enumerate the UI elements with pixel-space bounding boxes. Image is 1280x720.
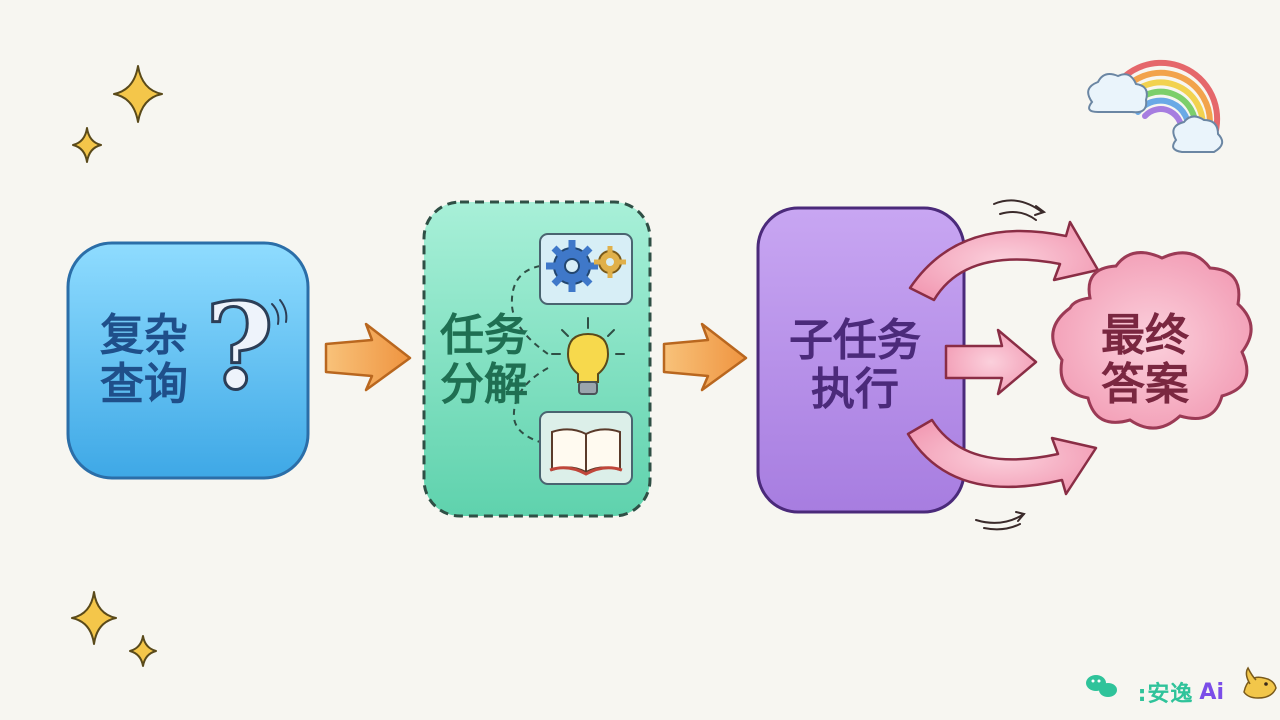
final-answer-line2: 答案: [1101, 359, 1189, 410]
complex-query-line2: 查询: [100, 359, 188, 410]
question-mark-icon: ?: [203, 277, 275, 416]
task-decomposition-label: 任务 分解: [440, 300, 550, 420]
subtask-execution-line1: 子任务: [789, 314, 921, 366]
complex-query-line1: 复杂: [100, 309, 188, 361]
watermark-text: :安逸: [1137, 682, 1194, 707]
complex-query-box: [66, 241, 310, 480]
task-decomposition-line2: 分解: [440, 359, 528, 410]
final-answer-label: 最终 答案: [1080, 300, 1210, 420]
book-icon: [549, 428, 623, 476]
watermark-brand: Ai: [1199, 679, 1224, 705]
subtask-execution-label: 子任务 执行: [770, 300, 940, 430]
bird-icon: [1243, 666, 1277, 699]
arrow-decomposition-to-execution: [662, 322, 748, 392]
arrow-query-to-decomposition: [324, 322, 412, 392]
question-accent-icon: [271, 299, 288, 325]
watermark: :安逸 Ai: [1106, 676, 1266, 708]
cloud-icon: [1087, 73, 1224, 153]
complex-query-label: 复杂 查询: [100, 300, 210, 420]
final-answer-line1: 最终: [1101, 309, 1189, 361]
sparkle-icon: [71, 65, 163, 667]
lightbulb-icon: [551, 317, 625, 395]
final-answer-cloud: [1051, 251, 1253, 430]
wechat-icon: [1086, 675, 1117, 697]
task-decomposition-line1: 任务: [440, 309, 528, 361]
arrow-execution-to-final: [906, 220, 1100, 496]
connector-dashed: [510, 265, 549, 355]
gears-icon: [546, 240, 626, 292]
subtask-execution-line2: 执行: [811, 364, 899, 415]
motion-lines: [975, 199, 1047, 531]
